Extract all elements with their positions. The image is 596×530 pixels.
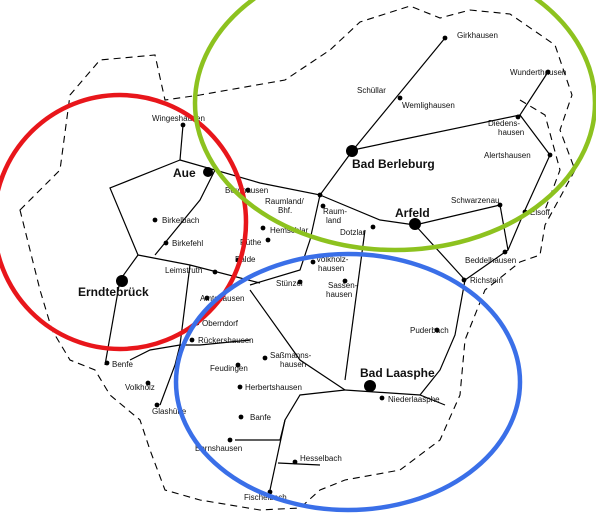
label-girkhausen: Girkhausen (457, 31, 498, 40)
label-feudingen: Feudingen (210, 364, 248, 373)
label-benfe: Benfe (112, 360, 133, 369)
label-sassenhausen: Sassen-hausen (326, 281, 358, 299)
label-niederlaasphe: Niederlaasphe (388, 395, 440, 404)
label-raumland-bhf: Raumland/Bhf. (265, 197, 304, 215)
label-herbertshausen: Herbertshausen (245, 383, 302, 392)
label-berghausen: Berghausen (225, 186, 268, 195)
district-border (19, 5, 576, 511)
label-schuellar: Schüllar (357, 86, 386, 95)
label-wemlighausen: Wemlighausen (402, 101, 455, 110)
label-hesselbach: Hesselbach (300, 454, 342, 463)
blue-circle (173, 251, 523, 513)
green-circle (192, 0, 596, 253)
label-glashuette: Glashütte (152, 407, 187, 416)
label-elsoff: Elsoff (530, 208, 551, 217)
label-wunderthausen: Wunderthausen (510, 68, 566, 77)
label-oberndorf: Oberndorf (202, 319, 239, 328)
label-leimstruth: Leimstruth (165, 266, 202, 275)
label-banfe: Banfe (250, 413, 271, 422)
label-volkholzhausen: Volkholz-hausen (316, 255, 349, 273)
label-raumland: Raum-land (323, 207, 347, 225)
label-richstein: Richstein (470, 276, 503, 285)
place-dots (104, 35, 553, 495)
label-erndtebrueck: Erndtebrück (78, 285, 149, 299)
label-birkelbach: Birkelbach (162, 216, 199, 225)
label-wingeshausen: Wingeshausen (152, 114, 205, 123)
inner-border (519, 99, 561, 211)
label-schwarzenau: Schwarzenau (451, 196, 499, 205)
label-fischelbach: Fischelbach (244, 493, 287, 502)
label-volkholz: Volkholz (125, 383, 155, 392)
label-hemschlar: Hemschlar (270, 226, 309, 235)
label-raethe: Rüthe (240, 238, 262, 247)
label-diedenshausen: Diedens-hausen (488, 119, 524, 137)
red-circle (0, 92, 249, 352)
label-dotzlar: Dotzlar (340, 228, 366, 237)
label-bad-berleburg: Bad Berleburg (352, 157, 435, 171)
label-alertshausen: Alertshausen (484, 151, 531, 160)
label-aue: Aue (173, 166, 196, 180)
label-bad-laasphe: Bad Laasphe (360, 366, 435, 380)
place-labels: Girkhausen Wunderthausen Schüllar Wemlig… (78, 31, 566, 502)
label-arfeld: Arfeld (395, 206, 430, 220)
label-birkefehl: Birkefehl (172, 239, 203, 248)
label-rueckershausen: Rückershausen (198, 336, 254, 345)
label-beddelhausen: Beddelhausen (465, 256, 516, 265)
label-bernshausen: Bernshausen (195, 444, 242, 453)
label-sassmannshausen: Saßmanns-hausen (270, 351, 312, 369)
label-balde: Balde (235, 255, 256, 264)
label-puderbach: Puderbach (410, 326, 449, 335)
label-stuenzel: Stünzel (276, 279, 303, 288)
